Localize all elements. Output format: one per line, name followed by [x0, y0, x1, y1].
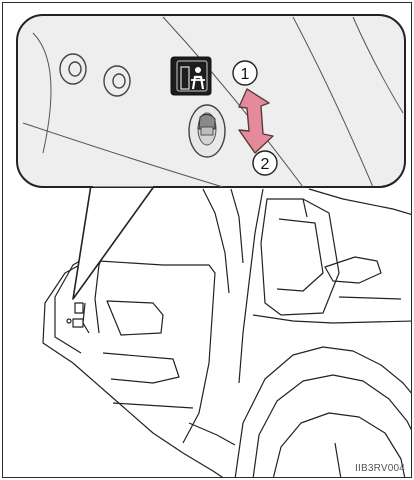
child-lock-icon — [171, 57, 211, 95]
callout-pointer — [73, 185, 155, 299]
svg-text:2: 2 — [261, 156, 270, 173]
magnified-callout: 1 2 — [17, 15, 405, 187]
callout-number-1: 1 — [233, 61, 257, 85]
car-rear-door-drawing: 1 2 — [3, 3, 412, 478]
child-lock-lever — [189, 105, 225, 157]
svg-text:1: 1 — [241, 66, 250, 83]
image-code: IIB3RV004 — [355, 463, 405, 474]
callout-number-2: 2 — [253, 151, 277, 175]
